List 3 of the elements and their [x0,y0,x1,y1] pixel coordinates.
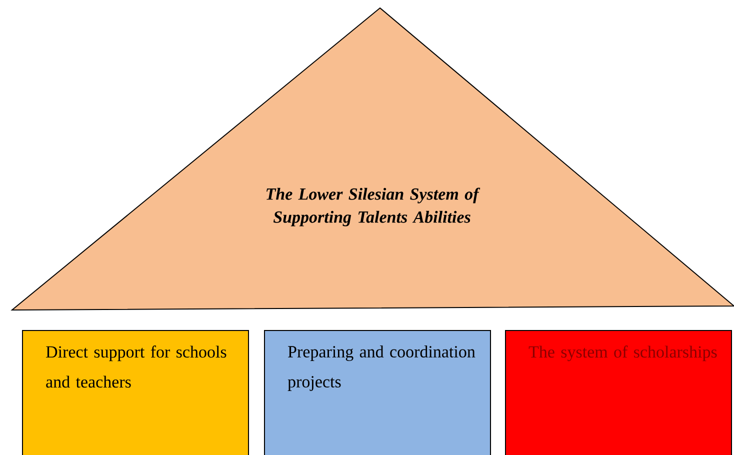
category-box: The system of scholarships [505,330,732,455]
category-box: Direct support for schools and teachers [22,330,249,455]
category-box: Preparing and coordination projects [264,330,491,455]
